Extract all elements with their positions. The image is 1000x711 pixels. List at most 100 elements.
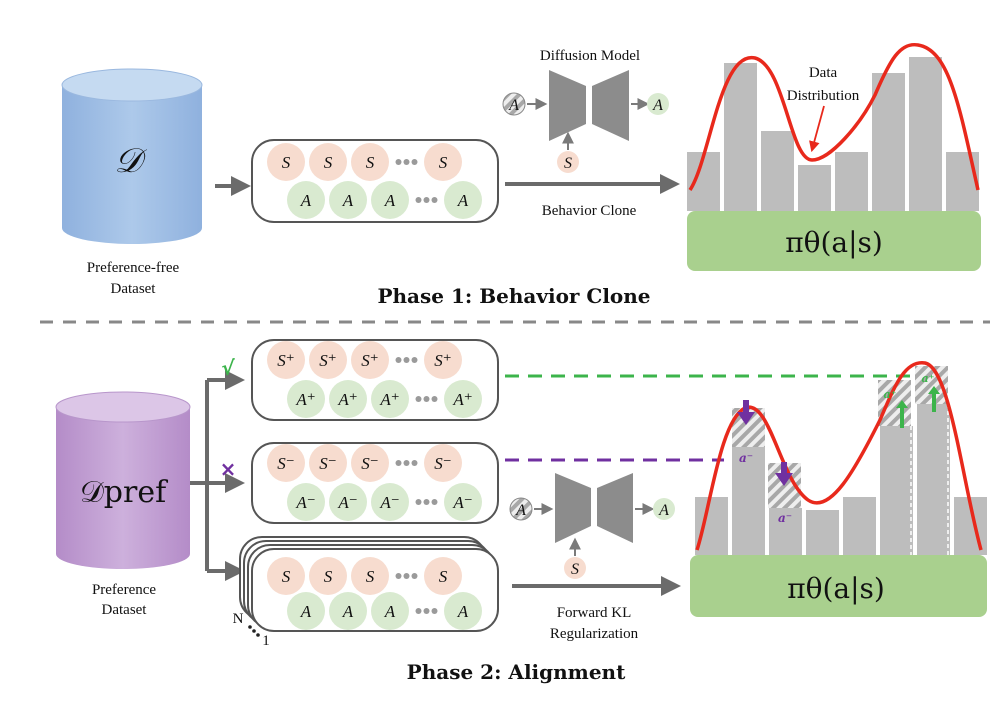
histogram-bar [761,131,794,211]
pos-state-token-label: S⁺ [277,351,294,370]
histogram-bar [835,152,868,211]
dataset-label-line2: Dataset [111,281,157,297]
action-token-label: A [457,191,469,210]
stack-state-token-label: S [439,567,448,586]
histogram-bar [769,508,802,555]
neg-action-token-circle [371,483,409,521]
svg-text:A: A [652,97,663,114]
svg-text:A: A [515,502,526,519]
pos-state-token-circle [351,341,389,379]
ellipsis-dot [403,357,410,363]
stack-ellipsis-dots [248,625,260,637]
ellipsis-dot [403,460,410,466]
stack-state-token-circle [351,557,389,595]
state-token-label: S [324,153,333,172]
diffusion-model-label: Diffusion Model [540,48,640,64]
stack-state-token-circle [309,557,347,595]
phase2-aligned-curve [695,361,983,551]
forward-kl-label-line1: Forward KL [557,605,632,621]
histogram-bar [917,404,950,555]
ellipsis-dot [411,159,418,165]
data-distribution-label-line1: Data [809,65,838,81]
ellipsis-dot [395,460,402,466]
stack-state-token-circle [424,557,462,595]
phase2-model-condition-state: S [564,557,586,579]
phase1-policy-box: πθ(a|s) [687,211,981,271]
dataset-label-line1: Preference-free [87,260,180,276]
ellipsis-dot [423,499,430,505]
pos-state-token-circle [424,341,462,379]
histogram-bar [732,447,765,555]
pos-action-token-label: A⁺ [337,390,357,409]
state-token-circle [424,143,462,181]
pos-action-token-circle [371,380,409,418]
pos-action-token-label: A⁺ [295,390,315,409]
state-token-circle [267,143,305,181]
ellipsis-dot [431,608,438,614]
a-minus-label-2: a⁻ [778,511,792,525]
pos-action-token-label: A⁺ [452,390,472,409]
forward-kl-label-line2: Regularization [550,626,639,642]
phase2-model-output-action: A [653,498,675,520]
ellipsis-dot [411,573,418,579]
ellipsis-dot [423,396,430,402]
stack-action-token-circle [287,592,325,630]
ellipsis-dot [423,608,430,614]
stack-action-token-label: A [457,602,469,621]
ellipsis-dot [395,573,402,579]
phase1-histogram [687,57,979,211]
pref-dataset-symbol: 𝒟pref [80,475,168,510]
state-token-label: S [439,153,448,172]
action-token-circle [287,181,325,219]
behavior-clone-label: Behavior Clone [542,203,637,219]
neg-state-token-label: S⁻ [361,454,378,473]
action-token-label: A [300,191,312,210]
state-token-label: S [366,153,375,172]
histogram-bar [872,73,905,211]
pref-dataset-label-line2: Dataset [102,602,148,618]
stack-count-1: 1 [262,633,270,649]
positive-sequence-box: S⁺S⁺S⁺S⁺ A⁺A⁺A⁺A⁺ [251,339,499,421]
phase2-model-input-noisy-action: A [509,497,533,521]
pref-dataset-label-line1: Preference [92,582,156,598]
neg-state-token-circle [351,444,389,482]
neg-state-token-circle [267,444,305,482]
neg-state-token-circle [424,444,462,482]
diffusion-condition-state: S [557,151,579,173]
stack-state-token-label: S [366,567,375,586]
neg-state-token-label: S⁻ [319,454,336,473]
increase-arrows [896,386,940,428]
stack-count-n: N [233,611,244,627]
svg-text:S: S [564,155,572,172]
pos-state-token-label: S⁺ [319,351,336,370]
phase1-data-distribution-curve [688,43,980,191]
histogram-bar [724,63,757,211]
ellipsis-dot [411,357,418,363]
action-token-circle [371,181,409,219]
diffusion-output-action: A [647,93,669,115]
pos-state-token-label: S⁺ [434,351,451,370]
histogram-bar [695,497,728,555]
diffusion-input-noisy-action: A [502,92,526,116]
phase2-title: Phase 2: Alignment [407,660,626,684]
stack-state-token-label: S [282,567,291,586]
ellipsis-dot [415,396,422,402]
ellipsis-dot [403,159,410,165]
preference-free-dataset-cylinder: 𝒟 [61,68,203,244]
ellipsis-dot [395,357,402,363]
ellipsis-dot [431,499,438,505]
phase1-policy-label: πθ(a|s) [785,226,883,259]
stack-action-token-label: A [300,602,312,621]
phase1: 𝒟 Preference-free Dataset S S S S A A A A Beha… [61,43,981,308]
state-token-circle [351,143,389,181]
a-plus-label-1: a⁺ [884,388,897,401]
data-distribution-pointer [809,105,825,153]
neg-action-token-label: A⁻ [452,493,472,512]
phase2-histogram [695,404,987,555]
neg-action-token-label: A⁻ [295,493,315,512]
stack-state-token-circle [267,557,305,595]
phase2-diffusion-model-block [555,473,633,543]
ellipsis-dot [415,197,422,203]
